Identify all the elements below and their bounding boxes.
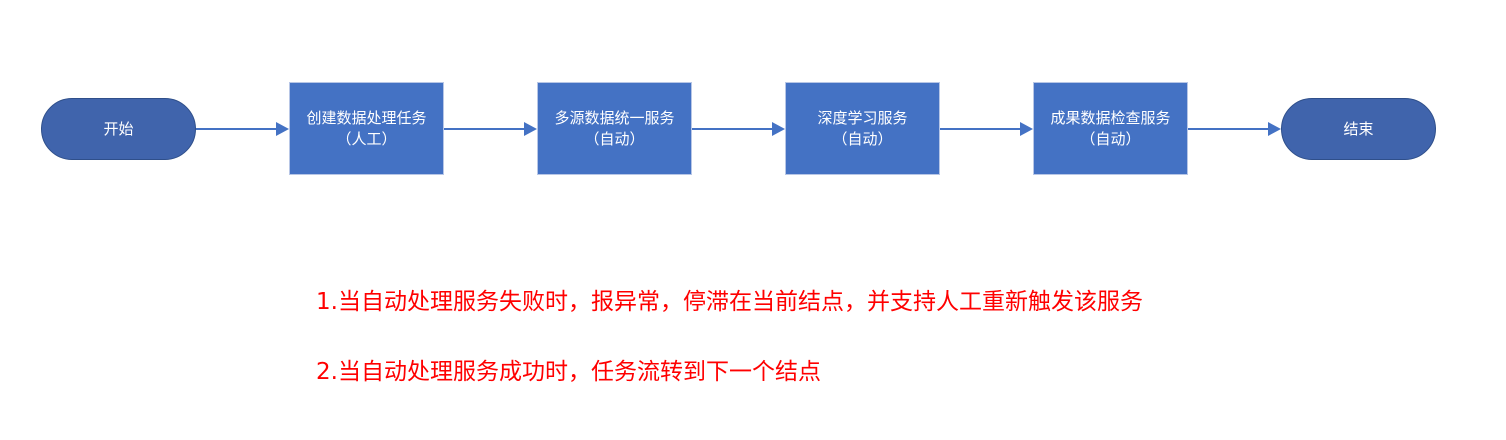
note-failure-handling: 1.当自动处理服务失败时，报异常，停滞在当前结点，并支持人工重新触发该服务 [316, 289, 1143, 315]
connector-start-to-step1 [196, 128, 276, 130]
step-mode: （自动） [832, 129, 893, 148]
connector-step2-to-step3 [692, 128, 772, 130]
end-label: 结束 [1343, 119, 1374, 138]
connector-step1-to-step2 [444, 128, 524, 130]
step-title: 多源数据统一服务 [554, 108, 675, 127]
start-node: 开始 [41, 98, 196, 160]
arrowhead-step3 [772, 122, 785, 136]
arrowhead-end [1268, 122, 1281, 136]
step-mode: （自动） [1080, 129, 1141, 148]
start-label: 开始 [103, 119, 134, 138]
step-title: 创建数据处理任务 [306, 108, 427, 127]
arrowhead-step2 [524, 122, 537, 136]
step-deep-learning-service: 深度学习服务 （自动） [785, 82, 940, 175]
step-create-task: 创建数据处理任务 （人工） [289, 82, 444, 175]
step-mode: （自动） [584, 129, 645, 148]
note-success-handling: 2.当自动处理服务成功时，任务流转到下一个结点 [316, 359, 821, 385]
arrowhead-step1 [276, 122, 289, 136]
connector-step3-to-step4 [940, 128, 1020, 130]
step-title: 深度学习服务 [817, 108, 908, 127]
step-mode: （人工） [336, 129, 397, 148]
step-result-check-service: 成果数据检查服务 （自动） [1033, 82, 1188, 175]
step-title: 成果数据检查服务 [1050, 108, 1171, 127]
end-node: 结束 [1281, 98, 1436, 160]
step-multi-source-service: 多源数据统一服务 （自动） [537, 82, 692, 175]
connector-step4-to-end [1188, 128, 1268, 130]
arrowhead-step4 [1020, 122, 1033, 136]
